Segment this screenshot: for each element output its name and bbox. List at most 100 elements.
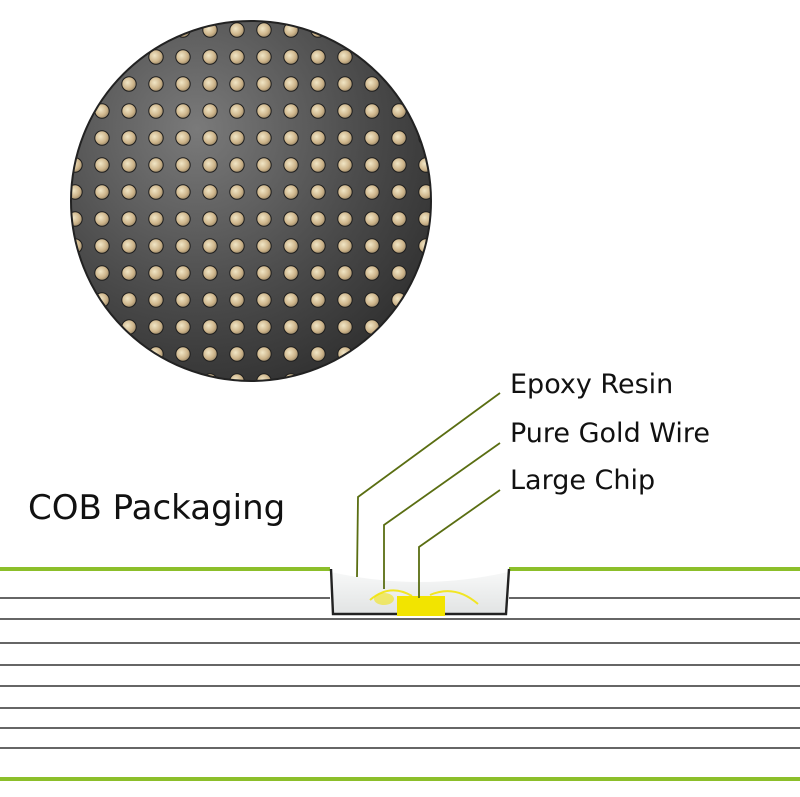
led-dot [310,76,326,92]
led-dot [202,130,218,146]
led-dot [121,130,137,146]
led-dot [310,292,326,308]
led-dot [256,49,272,65]
led-dot [337,292,353,308]
led-dot [94,157,110,173]
led-dot [94,130,110,146]
callout-epoxy-resin: Epoxy Resin [510,369,674,400]
led-dot [148,103,164,119]
led-dot [337,238,353,254]
led-dot [310,49,326,65]
led-dot [148,238,164,254]
led-dot [364,265,380,281]
led-dot [229,76,245,92]
led-dot [256,238,272,254]
led-dot [121,157,137,173]
led-dot [364,238,380,254]
led-dot [94,238,110,254]
led-dot [175,49,191,65]
led-dot [229,346,245,362]
top-green-layer-right [509,567,800,571]
board-layers [0,567,800,781]
led-dot [364,319,380,335]
led-dot [364,157,380,173]
bottom-green-layer [0,777,800,781]
led-dot [175,157,191,173]
led-dot [94,265,110,281]
led-dot [229,130,245,146]
epoxy-leader-line [356,392,501,578]
led-dot [148,130,164,146]
led-dot [391,265,407,281]
led-dot [202,157,218,173]
led-dot [364,130,380,146]
led-dot [283,49,299,65]
led-dot [94,184,110,200]
led-dot [256,22,272,38]
wire-leader-line [383,442,501,589]
led-dot [121,292,137,308]
led-dot [310,319,326,335]
led-dot [256,157,272,173]
led-dot [71,211,83,227]
led-dot [175,130,191,146]
led-dot [256,211,272,227]
chip-leader-line [418,489,501,598]
led-dot [175,103,191,119]
led-dot [310,103,326,119]
led-dot [364,184,380,200]
wire-glow [374,593,394,605]
led-dot [337,265,353,281]
led-dot [337,211,353,227]
led-dot [229,157,245,173]
led-dot [337,184,353,200]
led-dot [229,238,245,254]
led-dot [202,346,218,362]
led-dot [229,319,245,335]
led-dot [121,238,137,254]
led-dot [310,211,326,227]
led-dot [94,211,110,227]
led-dot [283,184,299,200]
led-dot [310,130,326,146]
led-dot [364,211,380,227]
led-dot [256,130,272,146]
led-dot [229,211,245,227]
led-dot [364,292,380,308]
led-dot [202,103,218,119]
led-dot [391,130,407,146]
led-dot [310,184,326,200]
led-dot [175,211,191,227]
led-dot [229,265,245,281]
led-dot [283,211,299,227]
led-dot [283,76,299,92]
led-dot [121,76,137,92]
led-dot [283,265,299,281]
led-dot [391,157,407,173]
led-dot [229,49,245,65]
led-dot [229,22,245,38]
led-dot [310,265,326,281]
led-dot [229,184,245,200]
led-dot [256,292,272,308]
led-dot [283,346,299,362]
led-dot [202,49,218,65]
led-dot [148,292,164,308]
led-dot [391,184,407,200]
callout-large-chip: Large Chip [510,465,656,496]
led-dot [175,292,191,308]
led-dot [71,184,83,200]
led-dot [202,265,218,281]
led-dot [121,103,137,119]
led-closeup-circle [70,20,432,382]
led-dot [256,76,272,92]
led-dot [256,319,272,335]
led-dot [256,346,272,362]
led-dot [337,76,353,92]
led-dot [283,103,299,119]
led-dot [202,319,218,335]
led-dot [283,238,299,254]
led-dot [283,157,299,173]
led-dot [337,49,353,65]
leader-lines [356,392,501,598]
